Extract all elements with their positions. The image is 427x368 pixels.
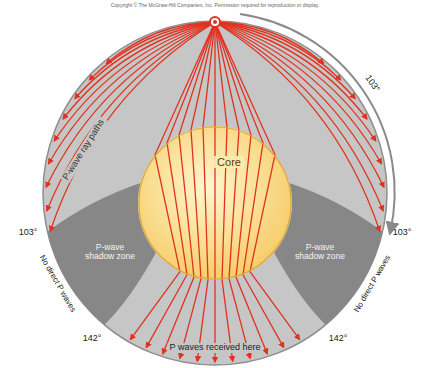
ray-path [215, 22, 380, 231]
ray-path [215, 22, 381, 164]
ray-path [214, 22, 215, 362]
ray-path [50, 22, 215, 231]
angle-label: 103° [19, 228, 38, 238]
earthquake-focus-core [213, 20, 217, 24]
ray-path [215, 22, 233, 361]
received-label: P waves received here [168, 343, 263, 353]
copyright-note: Copyright © The McGraw-Hill Companies, I… [111, 3, 320, 9]
ray-path [47, 22, 215, 211]
core-label: Core [214, 156, 244, 168]
ray-path [215, 22, 284, 347]
ray-path [197, 22, 215, 361]
ray-path [46, 22, 215, 187]
earthquake-focus [210, 17, 220, 27]
ray-path [215, 22, 383, 211]
angle-arc [240, 14, 395, 233]
ray-path [49, 22, 215, 164]
shadow-zone-label: P-wave shadow zone [84, 243, 136, 262]
ray-path [215, 22, 384, 187]
angle-label: 103° [393, 228, 412, 238]
ray-path [215, 22, 300, 339]
mantle [43, 21, 387, 365]
core-circle: Core [138, 126, 292, 280]
angle-label: 103° [363, 74, 382, 95]
core-outline [138, 126, 292, 280]
angle-label: 142° [329, 334, 348, 344]
ray-path [163, 22, 215, 354]
angle-label: 142° [83, 334, 102, 344]
shadow-zone-label: P-wave shadow zone [294, 243, 346, 262]
